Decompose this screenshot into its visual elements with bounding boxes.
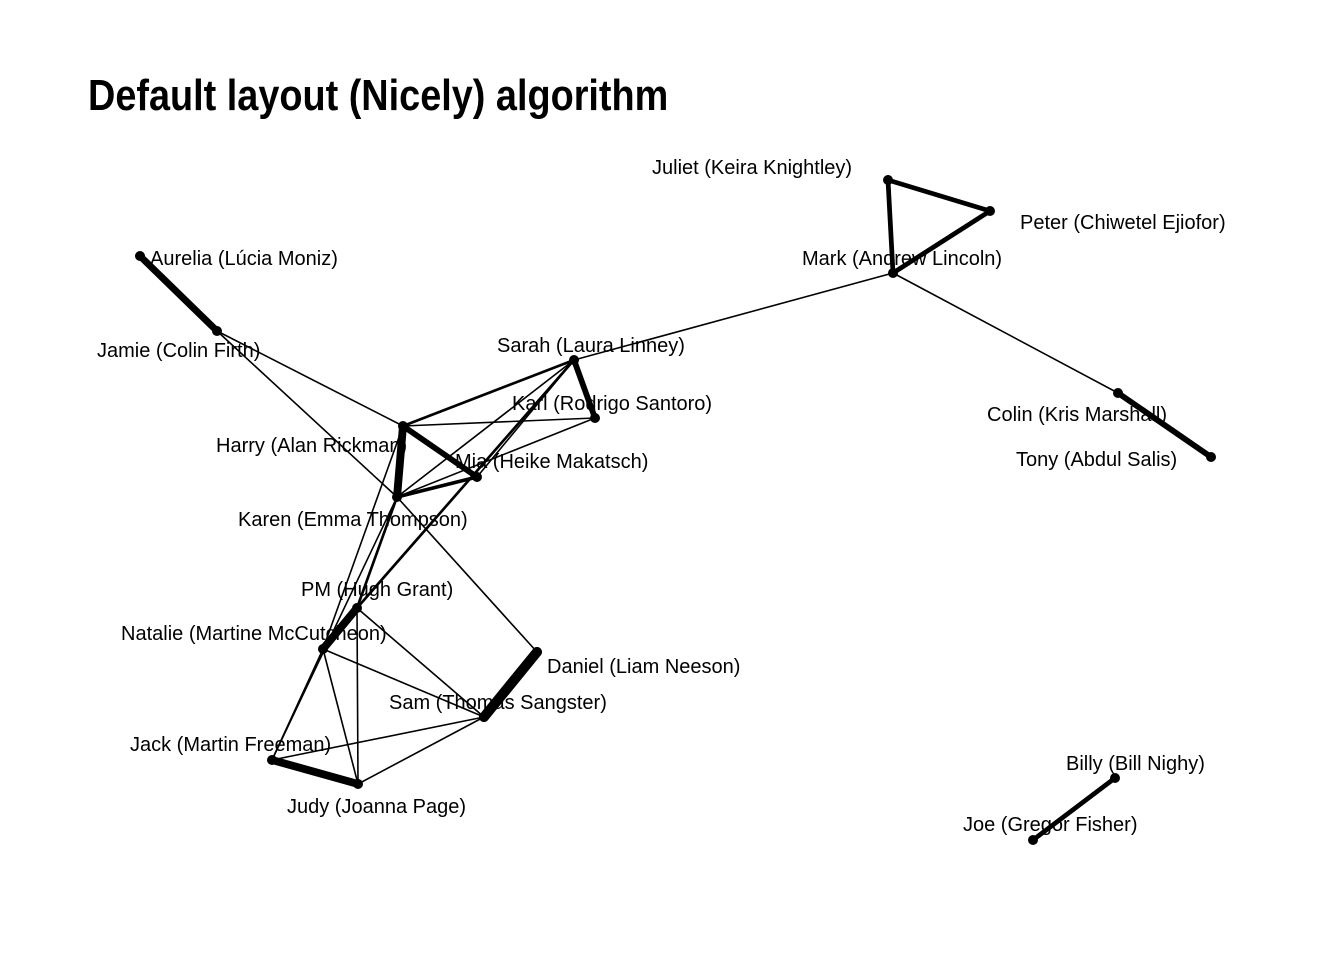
node-label-mia: Mia (Heike Makatsch) xyxy=(455,451,648,473)
node-juliet xyxy=(883,175,893,185)
edge-sam-jack xyxy=(271,716,485,761)
node-peter xyxy=(985,206,995,216)
node-mark xyxy=(888,268,898,278)
node-harry xyxy=(398,421,408,431)
edge-mia-karen xyxy=(395,475,479,499)
edge-karl-harry xyxy=(402,417,596,427)
edge-karen-pm xyxy=(355,495,399,610)
node-label-daniel: Daniel (Liam Neeson) xyxy=(547,656,740,678)
node-sarah xyxy=(569,355,579,365)
node-karl xyxy=(590,413,600,423)
edge-juliet-mark xyxy=(885,177,896,276)
node-daniel xyxy=(532,647,542,657)
node-joe xyxy=(1028,835,1038,845)
node-karen xyxy=(392,492,402,502)
edge-aurelia-jamie xyxy=(136,252,221,335)
edge-natalie-jack xyxy=(271,648,324,761)
node-label-judy: Judy (Joanna Page) xyxy=(287,796,466,818)
node-label-karl: Karl (Rodrigo Santoro) xyxy=(512,393,712,415)
node-sam xyxy=(479,712,489,722)
edges-layer xyxy=(136,177,1214,843)
edge-sarah-karl xyxy=(571,357,598,421)
node-label-sam: Sam (Thomas Sangster) xyxy=(389,692,607,714)
node-pm xyxy=(352,603,362,613)
node-label-pm: PM (Hugh Grant) xyxy=(301,579,453,601)
edge-karl-karen xyxy=(396,417,596,498)
node-natalie xyxy=(318,644,328,654)
nodes-layer xyxy=(135,175,1216,845)
edge-billy-joe xyxy=(1030,775,1118,843)
page-title: Default layout (Nicely) algorithm xyxy=(88,71,669,120)
node-label-colin: Colin (Kris Marshall) xyxy=(987,404,1167,426)
edge-karen-daniel xyxy=(396,496,538,653)
node-judy xyxy=(353,779,363,789)
edge-natalie-judy xyxy=(322,648,359,785)
node-label-jamie: Jamie (Colin Firth) xyxy=(97,340,260,362)
node-billy xyxy=(1110,773,1120,783)
node-label-aurelia: Aurelia (Lúcia Moniz) xyxy=(150,248,338,270)
edge-harry-natalie xyxy=(322,425,404,650)
node-label-juliet: Juliet (Keira Knightley) xyxy=(652,157,852,179)
edge-pm-sam xyxy=(356,607,485,718)
node-label-tony: Tony (Abdul Salis) xyxy=(1016,449,1177,471)
edge-mark-sarah xyxy=(573,272,894,361)
edge-jamie-karen xyxy=(216,330,398,498)
node-mia xyxy=(472,472,482,482)
labels-layer: Juliet (Keira Knightley) Peter (Chiwetel … xyxy=(97,157,1226,836)
edge-sarah-pm xyxy=(355,358,576,610)
node-jamie xyxy=(212,326,222,336)
node-label-harry: Harry (Alan Rickman) xyxy=(216,435,407,457)
edge-colin-tony xyxy=(1115,390,1214,460)
node-label-mark: Mark (Andrew Lincoln) xyxy=(802,248,1002,270)
edge-sarah-harry xyxy=(401,358,576,428)
edge-natalie-sam xyxy=(322,648,485,718)
edge-harry-karen xyxy=(393,422,407,501)
node-label-peter: Peter (Chiwetel Ejiofor) xyxy=(1020,212,1226,234)
node-label-karen: Karen (Emma Thompson) xyxy=(238,509,468,531)
edge-sam-judy xyxy=(357,716,485,785)
node-label-billy: Billy (Bill Nighy) xyxy=(1066,753,1205,775)
edge-daniel-sam xyxy=(479,647,542,722)
edge-pm-natalie xyxy=(319,604,361,653)
node-label-joe: Joe (Gregor Fisher) xyxy=(963,814,1138,836)
edge-pm-judy xyxy=(356,607,359,785)
edge-sarah-karen xyxy=(396,359,575,498)
node-aurelia xyxy=(135,251,145,261)
edge-juliet-peter xyxy=(885,177,993,214)
node-colin xyxy=(1113,388,1123,398)
edge-jack-judy xyxy=(268,756,362,788)
node-jack xyxy=(267,755,277,765)
node-label-natalie: Natalie (Martine McCutcheon) xyxy=(121,623,387,645)
node-label-sarah: Sarah (Laura Linney) xyxy=(497,335,685,357)
edge-peter-mark xyxy=(890,208,993,276)
edge-mark-colin xyxy=(892,272,1119,394)
node-tony xyxy=(1206,452,1216,462)
edge-jamie-harry xyxy=(216,330,404,427)
node-label-jack: Jack (Martin Freeman) xyxy=(130,734,331,756)
edge-harry-mia xyxy=(400,423,480,480)
